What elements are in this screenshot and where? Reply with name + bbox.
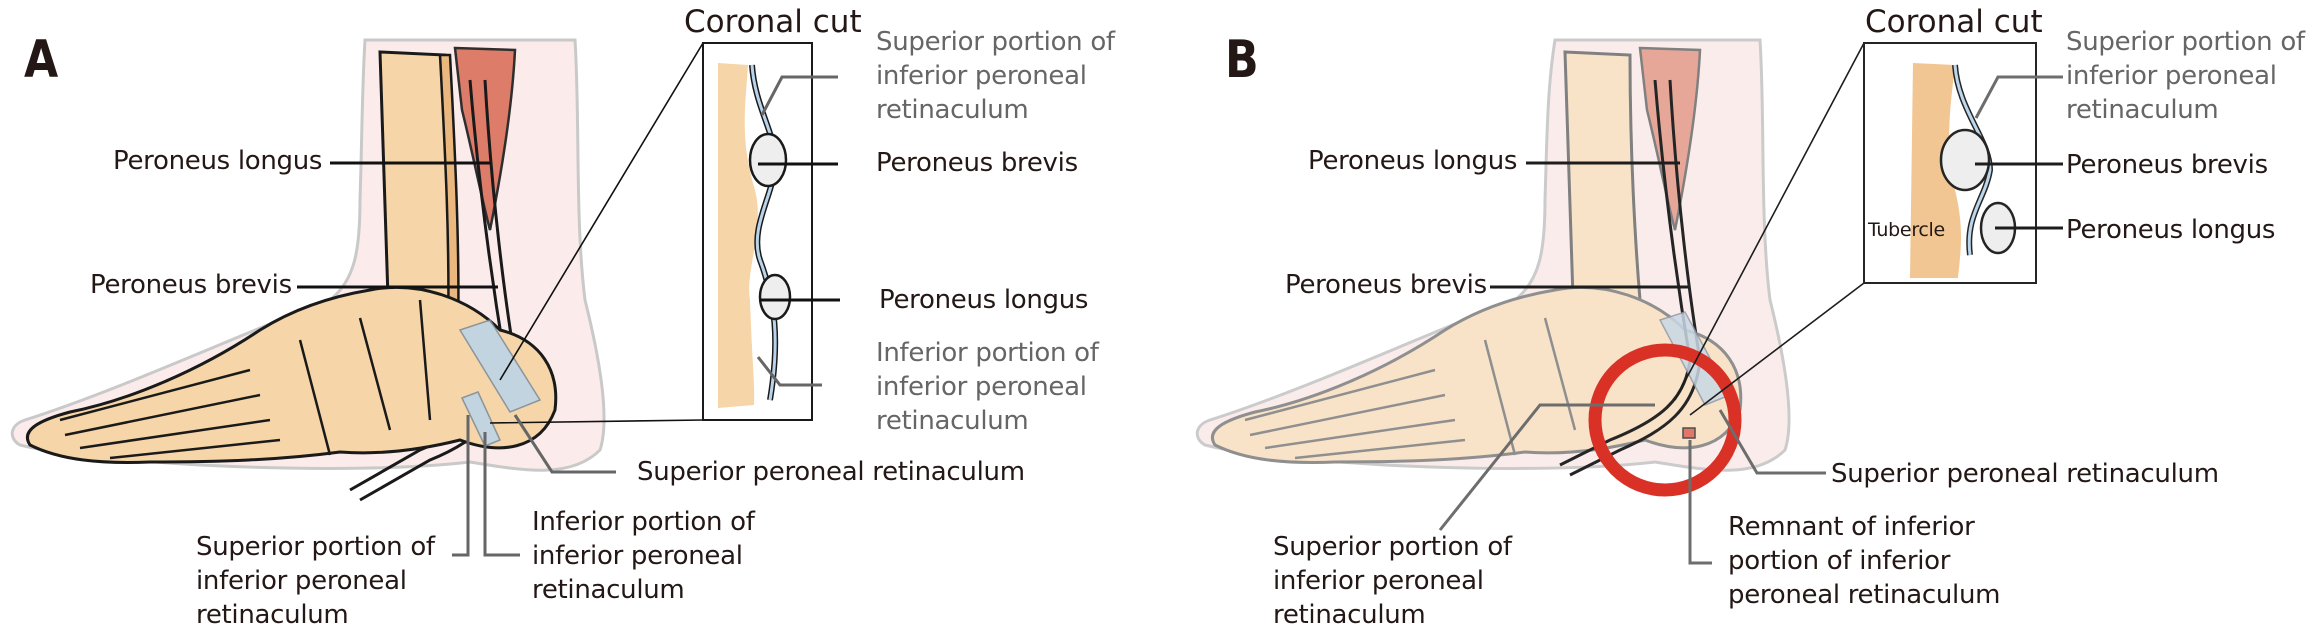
panel-b-label-inset-superior-line2: inferior peroneal bbox=[2066, 61, 2277, 91]
panel-b-label-superior-peroneal-retinaculum: Superior peroneal retinaculum bbox=[1831, 459, 2219, 489]
panel-a-coronal-retinaculum-fill bbox=[750, 64, 778, 401]
panel-b-leader-foot-superior-portion bbox=[1438, 403, 1655, 531]
panel-b-coronal-title: Coronal cut bbox=[1865, 4, 2043, 40]
panel-a-label-foot-inferior-line1: Inferior portion of bbox=[532, 507, 755, 537]
panel-a-label-foot-superior-line1: Superior portion of bbox=[196, 532, 435, 562]
panel-b-foot-bones bbox=[1211, 285, 1743, 464]
panel-a-coronal-peroneus-longus bbox=[758, 273, 792, 321]
panel-b-label-foot-superior-line2: inferior peroneal bbox=[1273, 566, 1484, 596]
panel-b-label-foot-superior-line1: Superior portion of bbox=[1273, 532, 1512, 562]
panel-a-zoom-lines bbox=[489, 42, 704, 424]
panel-b-leader-inset-superior bbox=[1974, 75, 2063, 119]
panel-b-highlight-ring bbox=[1588, 343, 1742, 497]
panel-b-remnant-retinaculum bbox=[1682, 427, 1696, 439]
panel-b-coronal-bone bbox=[1910, 63, 1962, 278]
panel-a-label-inset-inferior-line1: Inferior portion of bbox=[876, 338, 1099, 368]
panel-b-label-remnant-line2: portion of inferior bbox=[1728, 546, 1951, 576]
panel-b-leader-superior-peroneal-retinaculum bbox=[1718, 409, 1826, 475]
panel-b-label-foot-superior-portion: Superior portion of inferior peroneal re… bbox=[1273, 530, 1512, 632]
panel-b-label-inset-peroneus-brevis: Peroneus brevis bbox=[2066, 150, 2268, 180]
panel-a-label-foot-superior-line3: retinaculum bbox=[196, 600, 349, 630]
panel-a-coronal-title: Coronal cut bbox=[684, 4, 862, 40]
panel-a-label-inset-peroneus-longus: Peroneus longus bbox=[879, 285, 1089, 315]
panel-a-label-foot-inferior-line3: retinaculum bbox=[532, 575, 685, 605]
panel-a-label-foot-superior-portion: Superior portion of inferior peroneal re… bbox=[196, 530, 435, 632]
panel-a-label-inset-inferior-line2: inferior peroneal bbox=[876, 372, 1087, 402]
panel-a-superior-peroneal-retinaculum bbox=[458, 319, 542, 413]
panel-a-label-inset-inferior-line3: retinaculum bbox=[876, 406, 1029, 436]
panel-b-label-inset-superior-portion: Superior portion of inferior peroneal re… bbox=[2066, 25, 2305, 127]
panel-b-coronal-peroneus-brevis bbox=[1939, 128, 1991, 192]
panel-a-leader-foot-inferior-portion bbox=[483, 432, 520, 557]
panel-b-label-foot-superior-line3: retinaculum bbox=[1273, 600, 1426, 630]
panel-letter-a: A bbox=[24, 30, 59, 90]
panel-b-label-remnant-line1: Remnant of inferior bbox=[1728, 512, 1975, 542]
panel-a-label-inset-superior-line1: Superior portion of bbox=[876, 27, 1115, 57]
panel-b-label-inset-peroneus-longus: Peroneus longus bbox=[2066, 215, 2276, 245]
panel-a-label-inset-superior-line3: retinaculum bbox=[876, 95, 1029, 125]
panel-a-label-foot-inferior-line2: inferior peroneal bbox=[532, 541, 743, 571]
panel-a-label-superior-peroneal-retinaculum: Superior peroneal retinaculum bbox=[637, 457, 1025, 487]
panel-b-label-inset-superior-line3: retinaculum bbox=[2066, 95, 2219, 125]
panel-b-leader-remnant bbox=[1688, 440, 1712, 565]
panel-a-label-foot-inferior-portion: Inferior portion of inferior peroneal re… bbox=[532, 505, 755, 607]
panel-a-label-peroneus-longus: Peroneus longus bbox=[113, 146, 323, 176]
panel-a-label-inset-superior-line2: inferior peroneal bbox=[876, 61, 1087, 91]
panel-a-illustration bbox=[10, 38, 840, 557]
panel-b-label-peroneus-brevis: Peroneus brevis bbox=[1285, 270, 1487, 300]
panel-a-label-foot-superior-line2: inferior peroneal bbox=[196, 566, 407, 596]
panel-b-tibia bbox=[1563, 50, 1642, 315]
panel-a-leader-superior-peroneal-retinaculum bbox=[513, 414, 616, 474]
panel-a-label-inset-peroneus-brevis: Peroneus brevis bbox=[876, 148, 1078, 178]
panel-a-leader-inset-inferior bbox=[756, 356, 822, 387]
panel-a-foot-bones bbox=[26, 285, 558, 464]
panel-a-leader-foot-superior-portion bbox=[452, 415, 470, 557]
panel-b-label-inset-tubercle: Tubercle bbox=[1868, 219, 1945, 241]
panel-b-label-remnant-line3: peroneal retinaculum bbox=[1728, 580, 2001, 610]
panel-b-label-peroneus-longus: Peroneus longus bbox=[1308, 146, 1518, 176]
panel-b-toe-lines bbox=[1244, 317, 1577, 460]
panel-a-label-inset-inferior-portion: Inferior portion of inferior peroneal re… bbox=[876, 336, 1099, 438]
panel-b-coronal-retinaculum-fill bbox=[1953, 64, 1992, 256]
panel-a-toe-lines bbox=[59, 299, 432, 460]
panel-a-coronal-peroneus-brevis bbox=[748, 132, 788, 188]
panel-b-label-inset-superior-line1: Superior portion of bbox=[2066, 27, 2305, 57]
panel-a-inferior-peroneal-retinaculum bbox=[460, 391, 502, 447]
panel-a-coronal-bone bbox=[718, 63, 758, 408]
panel-letter-b: B bbox=[1225, 30, 1259, 90]
panel-a-leader-inset-superior bbox=[760, 75, 838, 116]
panel-a-label-peroneus-brevis: Peroneus brevis bbox=[90, 270, 292, 300]
panel-a-label-inset-superior-portion: Superior portion of inferior peroneal re… bbox=[876, 25, 1115, 127]
panel-b-label-remnant-inferior-portion: Remnant of inferior portion of inferior … bbox=[1728, 510, 2000, 612]
panel-b-zoom-lines bbox=[1674, 42, 1865, 416]
panel-b-illustration bbox=[1195, 38, 2063, 565]
